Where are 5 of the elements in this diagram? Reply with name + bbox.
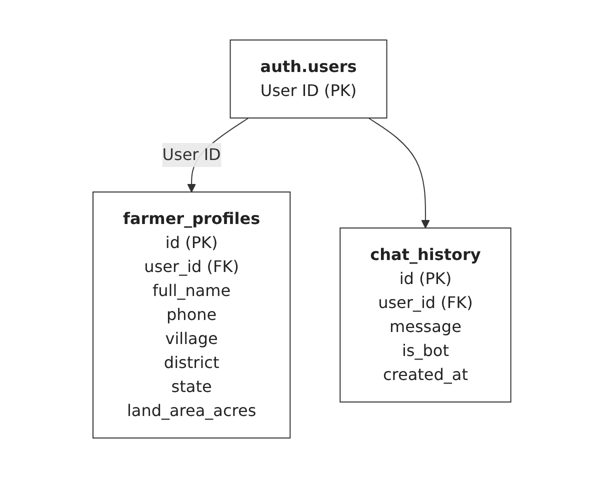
node-box: chat_history id (PK) user_id (FK) message is_bot created_at — [340, 228, 512, 402]
edge-label: User ID — [162, 145, 221, 164]
node-box: farmer_profiles id (PK) user_id (FK) full_name phone village district state land_area_acres — [92, 192, 291, 438]
node-box: auth.users User ID (PK) — [230, 40, 388, 118]
arrow — [368, 118, 430, 228]
